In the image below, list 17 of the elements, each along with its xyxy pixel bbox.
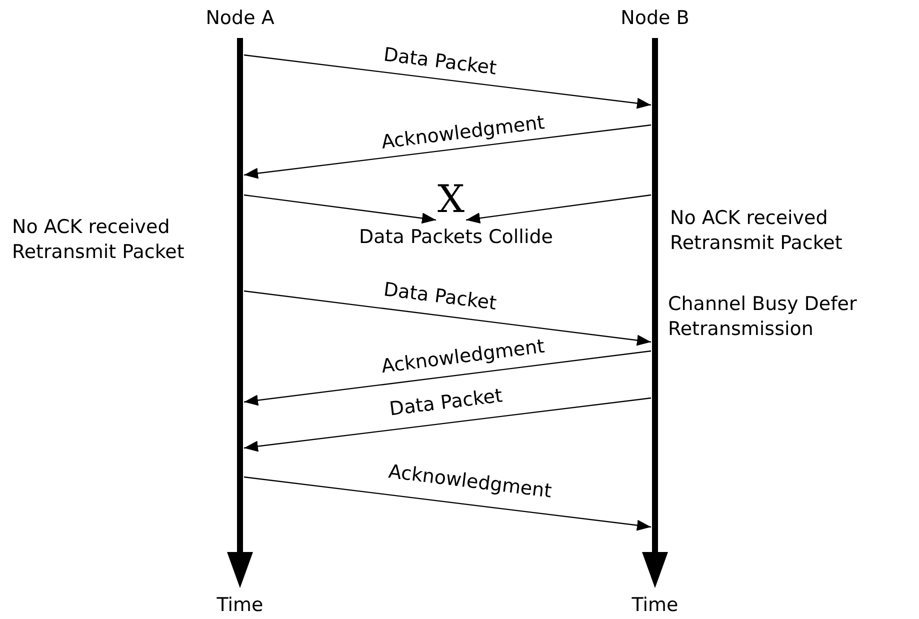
side-note: No ACK received Retransmit Packet (670, 206, 844, 256)
side-note: No ACK received Retransmit Packet (12, 215, 186, 265)
arrow (244, 476, 652, 532)
collision-mark: X (437, 180, 465, 218)
arrow (244, 397, 652, 452)
node-heading: Node B (620, 6, 690, 31)
axis-label: Time (216, 593, 264, 618)
arrow (244, 54, 652, 110)
arrow (244, 290, 652, 346)
side-note: Channel Busy Defer Retransmission (668, 292, 858, 342)
arrow (244, 350, 652, 406)
axis-label: Time (632, 593, 678, 618)
collision-caption: Data Packets Collide (359, 225, 553, 250)
arrow (244, 124, 652, 180)
arrow (466, 194, 652, 224)
node-heading: Node A (206, 6, 274, 31)
arrow (244, 194, 436, 224)
